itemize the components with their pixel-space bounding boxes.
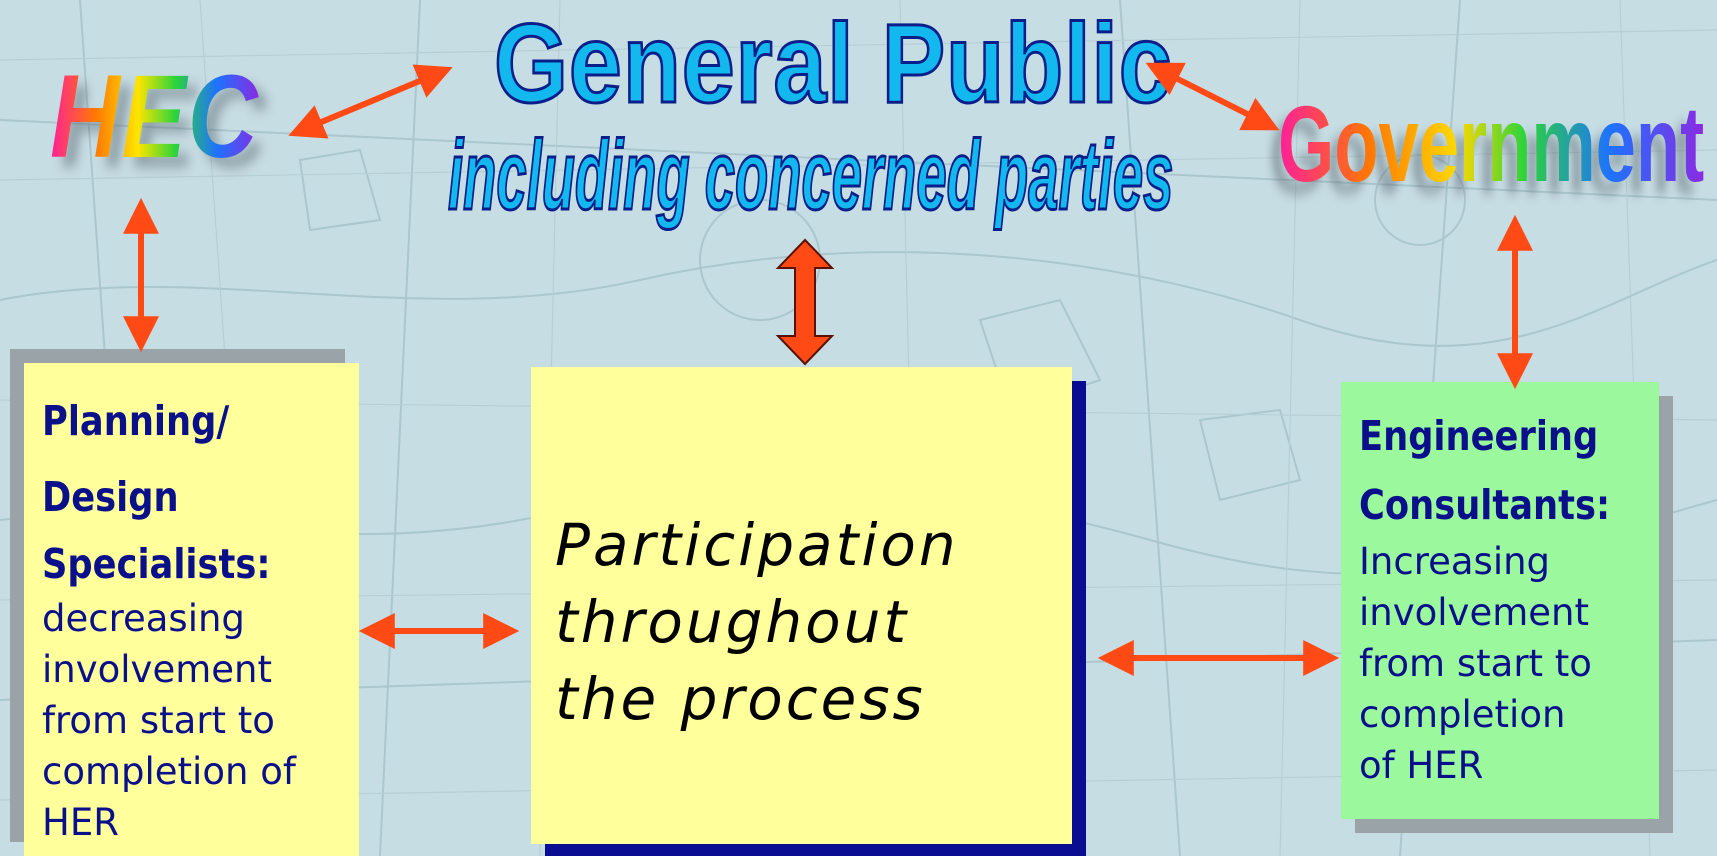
engineering-consultants-box: Engineering Consultants: Increasing invo… — [1341, 382, 1659, 819]
participation-box: Participation throughout the process — [531, 367, 1072, 844]
general-public-subtitle: including concerned parties — [447, 120, 1174, 230]
left-heading-line-2: Design — [42, 473, 179, 521]
right-heading-line-2: Consultants: — [1359, 481, 1611, 529]
hec-label: HEC — [50, 51, 260, 183]
left-heading-line-1: Planning/ — [42, 397, 230, 445]
general-public-government-arrow — [1145, 62, 1280, 131]
general-public-title: General Public — [493, 1, 1173, 126]
hec-general-public-arrow — [288, 64, 453, 139]
left-box-body: decreasing involvement from start to com… — [42, 597, 296, 844]
right-heading-line-1: Engineering — [1359, 412, 1599, 460]
right-box-body: Increasing involvement from start to com… — [1359, 540, 1592, 787]
left-heading-line-3: Specialists: — [42, 540, 271, 588]
participation-text: Participation throughout the process — [555, 511, 959, 733]
government-label: Government — [1278, 83, 1705, 204]
general-public-participation-arrow — [775, 238, 835, 366]
planning-design-specialists-box: Planning/ Design Specialists: decreasing… — [24, 363, 359, 856]
